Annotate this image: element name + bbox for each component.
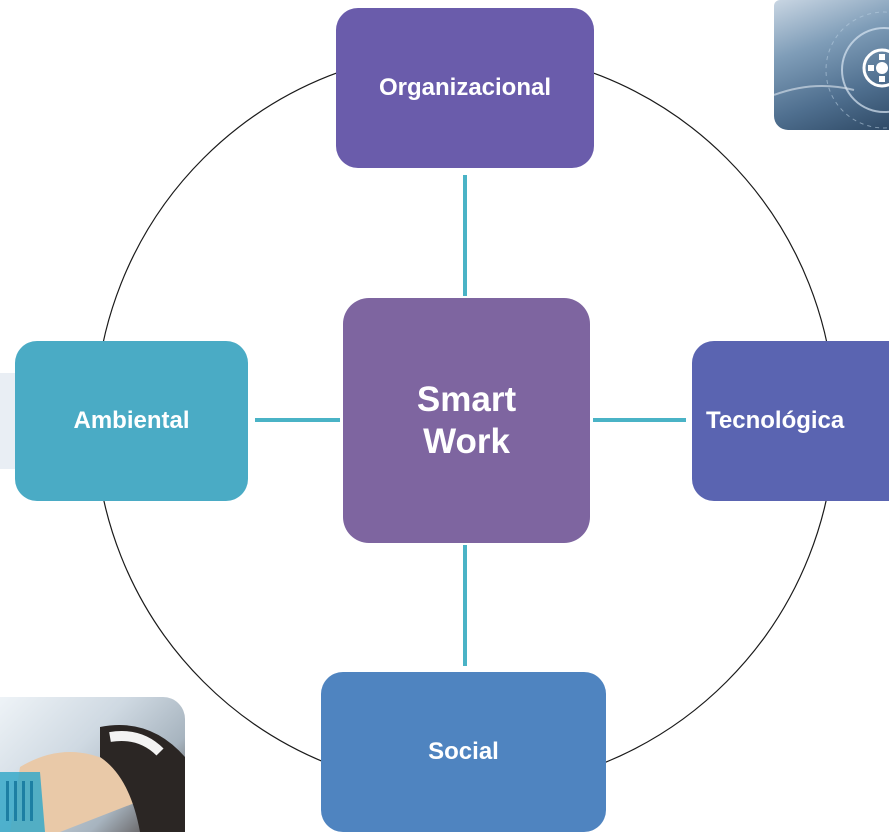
- node-tecnologica-label: Tecnológica: [706, 406, 845, 434]
- node-smart-work: Smart Work: [343, 298, 590, 543]
- node-social-label: Social: [428, 737, 499, 765]
- node-ambiental-label: Ambiental: [73, 406, 190, 434]
- node-organizacional-label: Organizacional: [378, 73, 552, 101]
- business-handshake-photo: [0, 697, 185, 832]
- node-smart-work-line1: Smart: [416, 379, 517, 419]
- node-smart-work-line2: Work: [423, 421, 510, 461]
- node-tecnologica: Tecnológica: [692, 341, 889, 501]
- left-decorative-tab: [0, 373, 18, 469]
- node-social: Social: [321, 672, 606, 832]
- node-organizacional: Organizacional: [336, 8, 594, 168]
- technology-gear-photo: [774, 0, 889, 130]
- node-ambiental: Ambiental: [15, 341, 248, 501]
